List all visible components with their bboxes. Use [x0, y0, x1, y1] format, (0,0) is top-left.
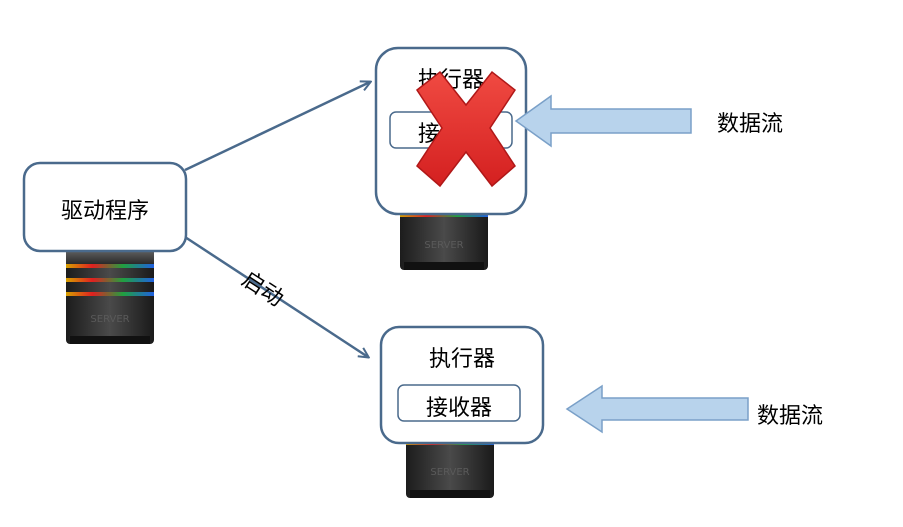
server-icon-driver: SERVER: [66, 252, 154, 344]
receiver-bottom-box: [397, 384, 521, 422]
server-icon-executor-bottom: SERVER: [406, 440, 494, 498]
server-label: SERVER: [90, 314, 129, 325]
driver-label: 驱动程序: [60, 199, 149, 224]
server-label: SERVER: [430, 467, 469, 478]
data-stream-arrow-top: [514, 94, 692, 148]
driver-box: [22, 161, 188, 253]
arrow-driver-to-executor-top: [184, 82, 370, 172]
executor-top-title: 执行器: [417, 68, 484, 93]
server-label: SERVER: [424, 240, 463, 251]
server-icon-executor-top: SERVER: [400, 212, 488, 270]
receiver-top-label: 接收器: [417, 122, 484, 147]
data-stream-bottom-label: 数据流: [757, 404, 824, 429]
receiver-bottom-label: 接收器: [425, 396, 492, 421]
executor-bottom-title: 执行器: [428, 347, 495, 372]
data-stream-arrow-bottom: [565, 384, 749, 434]
arrow-driver-to-executor-bottom: [184, 235, 368, 357]
data-stream-top-label: 数据流: [717, 112, 784, 137]
